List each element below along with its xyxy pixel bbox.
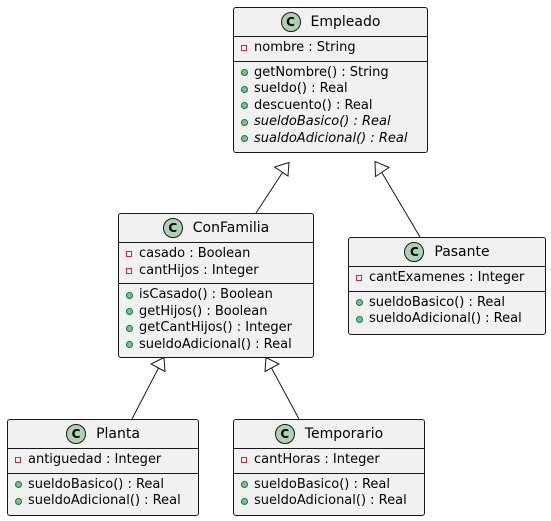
public-icon xyxy=(125,324,133,332)
class-header: C Planta xyxy=(8,420,198,449)
class-header: C ConFamilia xyxy=(119,214,313,243)
method: sueldoBasico() : Real xyxy=(240,477,424,494)
public-icon xyxy=(240,102,248,110)
private-icon xyxy=(355,275,363,282)
class-pasante[interactable]: C Pasante cantExamenes : Integer sueldoB… xyxy=(348,237,546,335)
class-temporario[interactable]: C Temporario cantHoras : Integer sueldoB… xyxy=(233,419,425,516)
class-name: ConFamilia xyxy=(192,220,270,236)
public-icon xyxy=(240,85,248,93)
abstract-method: sualdoAdicional() : Real xyxy=(240,131,427,148)
class-header: C Pasante xyxy=(349,238,545,267)
public-icon xyxy=(240,481,248,489)
attribute: cantHijos : Integer xyxy=(125,263,313,280)
attributes-section: antiguedad : Integer xyxy=(8,449,198,473)
class-icon: C xyxy=(66,424,87,444)
method: sueldoBasico() : Real xyxy=(355,295,545,312)
class-name: Planta xyxy=(96,426,140,442)
attributes-section: nombre : String xyxy=(234,37,427,61)
link-planta-confamilia xyxy=(131,367,159,420)
method: sueldoAdicional() : Real xyxy=(240,493,424,510)
public-icon xyxy=(125,341,133,349)
private-icon xyxy=(125,267,133,274)
abstract-method: sueldoBasico() : Real xyxy=(240,114,427,131)
method: sueldoAdicional() : Real xyxy=(125,337,313,354)
attributes-section: cantHoras : Integer xyxy=(234,449,424,473)
method: getNombre() : String xyxy=(240,65,427,82)
public-icon xyxy=(355,299,363,307)
public-icon xyxy=(125,291,133,299)
class-planta[interactable]: C Planta antiguedad : Integer sueldoBasi… xyxy=(7,419,199,516)
public-icon xyxy=(125,308,133,316)
methods-section: sueldoBasico() : Real sueldoAdicional() … xyxy=(8,472,198,514)
method: sueldoAdicional() : Real xyxy=(355,311,545,328)
method: sueldo() : Real xyxy=(240,81,427,98)
public-icon xyxy=(14,481,22,489)
method: sueldoBasico() : Real xyxy=(14,477,198,494)
class-name: Pasante xyxy=(434,244,490,260)
class-empleado[interactable]: C Empleado nombre : String getNombre() :… xyxy=(233,7,428,153)
public-icon xyxy=(240,118,248,126)
class-icon: C xyxy=(280,12,301,32)
attribute: antiguedad : Integer xyxy=(14,452,198,469)
class-header: C Temporario xyxy=(234,420,424,449)
class-icon: C xyxy=(162,218,183,238)
private-icon xyxy=(14,457,22,464)
class-icon: C xyxy=(404,242,425,262)
class-name: Empleado xyxy=(310,14,381,30)
arrowhead-pasante-empleado xyxy=(374,160,391,178)
link-confamilia-empleado xyxy=(255,172,283,214)
link-pasante-empleado xyxy=(381,171,421,238)
class-header: C Empleado xyxy=(234,8,427,37)
link-temporario-confamilia xyxy=(271,367,300,420)
arrowhead-temporario-confamilia xyxy=(264,356,281,373)
attribute: cantExamenes : Integer xyxy=(355,270,545,287)
class-icon: C xyxy=(274,424,295,444)
methods-section: sueldoBasico() : Real sueldoAdicional() … xyxy=(349,290,545,332)
private-icon xyxy=(125,251,133,258)
public-icon xyxy=(240,497,248,505)
methods-section: isCasado() : Boolean getHijos() : Boolea… xyxy=(119,283,313,357)
method: sueldoAdicional() : Real xyxy=(14,493,198,510)
arrowhead-confamilia-empleado xyxy=(273,161,290,177)
arrowhead-planta-confamilia xyxy=(149,356,166,373)
public-icon xyxy=(240,69,248,77)
methods-section: getNombre() : String sueldo() : Real des… xyxy=(234,60,427,152)
attributes-section: cantExamenes : Integer xyxy=(349,267,545,291)
method: isCasado() : Boolean xyxy=(125,287,313,304)
attributes-section: casado : Boolean cantHijos : Integer xyxy=(119,243,313,283)
class-name: Temporario xyxy=(304,426,384,442)
private-icon xyxy=(240,457,248,464)
attribute: casado : Boolean xyxy=(125,246,313,263)
methods-section: sueldoBasico() : Real sueldoAdicional() … xyxy=(234,472,424,514)
attribute: cantHoras : Integer xyxy=(240,452,424,469)
method: getHijos() : Boolean xyxy=(125,304,313,321)
class-confamilia[interactable]: C ConFamilia casado : Boolean cantHijos … xyxy=(118,213,314,358)
private-icon xyxy=(240,45,248,52)
public-icon xyxy=(355,315,363,323)
attribute: nombre : String xyxy=(240,40,427,57)
method: descuento() : Real xyxy=(240,98,427,115)
method: getCantHijos() : Integer xyxy=(125,320,313,337)
public-icon xyxy=(240,135,248,143)
public-icon xyxy=(14,497,22,505)
